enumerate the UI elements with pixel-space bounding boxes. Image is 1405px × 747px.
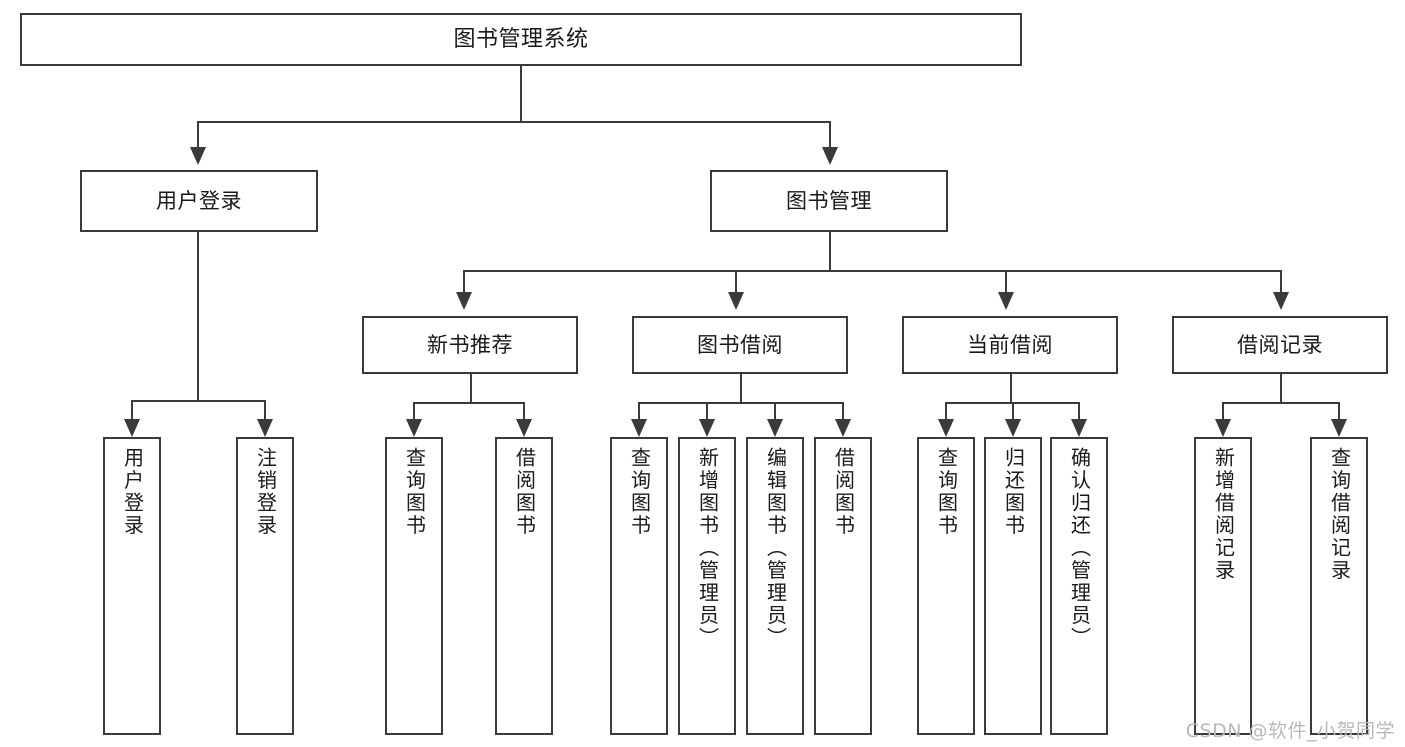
arrowhead-leaf-user-login (124, 419, 140, 437)
edge-drop-borrow-record (1280, 270, 1282, 292)
arrowhead-leaf-edit-book (767, 419, 783, 437)
node-label: 借阅图书 (831, 447, 856, 537)
node-label: 查询图书 (402, 447, 427, 537)
node-label: 确认归还（管理员） (1067, 447, 1092, 650)
node-label: 借阅图书 (512, 447, 537, 537)
arrowhead-new-book-recommend (456, 292, 472, 310)
arrowhead-leaf-borrow-book-2 (835, 419, 851, 437)
edge-drop-book-manage (829, 121, 831, 147)
edge-borrow-record-stem (1280, 374, 1282, 402)
node-label: 用户登录 (120, 447, 145, 537)
arrowhead-user-login (190, 147, 206, 165)
edge-current-borrow-bus (945, 402, 1078, 404)
node-label: 新增图书（管理员） (695, 447, 720, 650)
node-label: 编辑图书（管理员） (763, 447, 788, 650)
node-label: 图书借阅 (697, 332, 783, 357)
edge-level3-bus (463, 270, 1280, 272)
leaf-logout-login[interactable]: 注销登录 (236, 437, 294, 735)
leaf-query-record[interactable]: 查询借阅记录 (1310, 437, 1368, 735)
edge-drop-leaf-query-book-3 (945, 402, 947, 419)
node-label: 归还图书 (1001, 447, 1026, 537)
leaf-query-book-1[interactable]: 查询图书 (385, 437, 443, 735)
arrowhead-leaf-query-book-2 (631, 419, 647, 437)
edge-drop-leaf-edit-book (774, 402, 776, 419)
leaf-add-book[interactable]: 新增图书（管理员） (678, 437, 736, 735)
arrowhead-leaf-borrow-book-1 (516, 419, 532, 437)
edge-drop-book-borrow (735, 270, 737, 292)
arrowhead-book-manage (822, 147, 838, 165)
node-label: 新增借阅记录 (1211, 447, 1236, 582)
leaf-edit-book[interactable]: 编辑图书（管理员） (746, 437, 804, 735)
leaf-borrow-book-2[interactable]: 借阅图书 (814, 437, 872, 735)
node-user-login[interactable]: 用户登录 (80, 170, 318, 232)
edge-drop-leaf-add-record (1222, 402, 1224, 419)
node-borrow-record[interactable]: 借阅记录 (1172, 316, 1388, 374)
arrowhead-leaf-add-book (699, 419, 715, 437)
edge-borrow-record-bus (1222, 402, 1338, 404)
edge-root-stem (520, 66, 522, 121)
edge-drop-leaf-query-book-2 (638, 402, 640, 419)
leaf-query-book-3[interactable]: 查询图书 (917, 437, 975, 735)
edge-level2-bus (197, 121, 831, 123)
edge-drop-leaf-logout-login (264, 400, 266, 419)
arrowhead-leaf-query-book-3 (938, 419, 954, 437)
edge-current-borrow-stem (1010, 374, 1012, 402)
edge-drop-leaf-query-book-1 (413, 402, 415, 419)
node-label: 新书推荐 (427, 332, 513, 357)
arrowhead-leaf-query-book-1 (406, 419, 422, 437)
edge-drop-leaf-borrow-book-2 (842, 402, 844, 419)
edge-new-book-recommend-bus (413, 402, 523, 404)
leaf-confirm-return[interactable]: 确认归还（管理员） (1050, 437, 1108, 735)
node-root-book-management-system[interactable]: 图书管理系统 (20, 13, 1022, 66)
edge-user-login-stem (197, 232, 199, 400)
arrowhead-leaf-confirm-return (1071, 419, 1087, 437)
edge-drop-leaf-return-book (1012, 402, 1014, 419)
edge-drop-user-login (197, 121, 199, 147)
node-book-borrow[interactable]: 图书借阅 (632, 316, 848, 374)
node-label: 查询借阅记录 (1327, 447, 1352, 582)
node-label: 借阅记录 (1237, 332, 1323, 357)
arrowhead-leaf-add-record (1215, 419, 1231, 437)
node-new-book-recommend[interactable]: 新书推荐 (362, 316, 578, 374)
edge-drop-leaf-borrow-book-1 (523, 402, 525, 419)
edge-drop-leaf-user-login (131, 400, 133, 419)
arrowhead-current-borrow (998, 292, 1014, 310)
edge-book-borrow-stem (740, 374, 742, 402)
arrowhead-leaf-logout-login (257, 419, 273, 437)
edge-drop-leaf-confirm-return (1078, 402, 1080, 419)
edge-drop-leaf-query-record (1338, 402, 1340, 419)
edge-drop-current-borrow (1005, 270, 1007, 292)
node-label: 当前借阅 (967, 332, 1053, 357)
arrowhead-leaf-query-record (1331, 419, 1347, 437)
node-label: 查询图书 (627, 447, 652, 537)
node-label: 图书管理系统 (453, 26, 589, 52)
node-label: 查询图书 (934, 447, 959, 537)
leaf-borrow-book-1[interactable]: 借阅图书 (495, 437, 553, 735)
arrowhead-leaf-return-book (1005, 419, 1021, 437)
leaf-add-record[interactable]: 新增借阅记录 (1194, 437, 1252, 735)
arrowhead-borrow-record (1273, 292, 1289, 310)
edge-book-manage-stem (829, 232, 831, 270)
node-current-borrow[interactable]: 当前借阅 (902, 316, 1118, 374)
edge-new-book-recommend-stem (470, 374, 472, 402)
arrowhead-book-borrow (728, 292, 744, 310)
node-book-management[interactable]: 图书管理 (710, 170, 948, 232)
leaf-return-book[interactable]: 归还图书 (984, 437, 1042, 735)
edge-user-login-bus (131, 400, 264, 402)
node-label: 用户登录 (156, 188, 242, 213)
edge-drop-new-book-recommend (463, 270, 465, 292)
edge-drop-leaf-add-book (706, 402, 708, 419)
edge-book-borrow-bus (638, 402, 842, 404)
node-label: 图书管理 (786, 188, 872, 213)
leaf-user-login[interactable]: 用户登录 (103, 437, 161, 735)
leaf-query-book-2[interactable]: 查询图书 (610, 437, 668, 735)
node-label: 注销登录 (253, 447, 278, 537)
